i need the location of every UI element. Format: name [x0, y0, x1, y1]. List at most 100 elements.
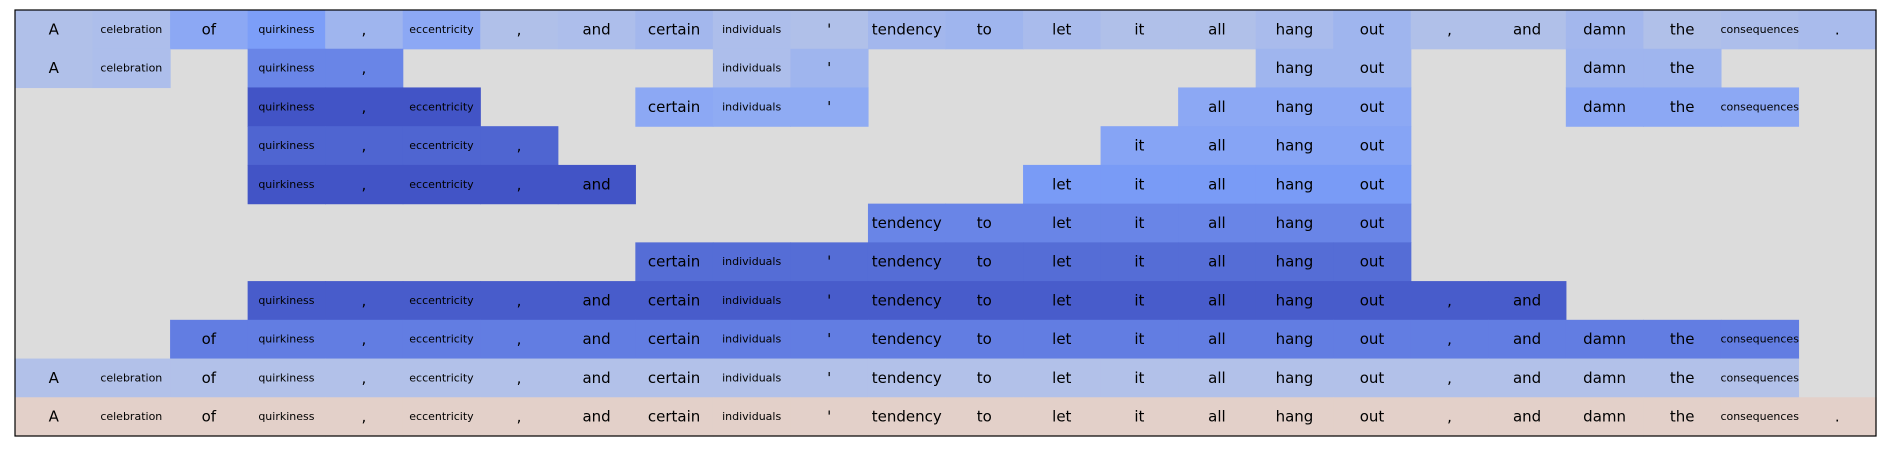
token-label: '	[827, 330, 831, 348]
heatmap-cell	[635, 281, 714, 321]
heatmap-cell	[1100, 242, 1179, 282]
token-label: hang	[1276, 330, 1314, 348]
heatmap-cell	[1643, 48, 1722, 89]
token-label: '	[827, 408, 831, 426]
token-label: ,	[517, 20, 522, 38]
heatmap-cell	[1333, 242, 1412, 282]
token-label: the	[1670, 98, 1695, 116]
token-label: out	[1360, 369, 1385, 387]
heatmap-cell	[945, 242, 1024, 282]
token-label: ,	[1447, 330, 1452, 348]
heatmap-cell	[557, 10, 636, 50]
token-label: eccentricity	[409, 294, 474, 307]
heatmap-cell	[1333, 358, 1412, 398]
heatmap-cell	[712, 281, 792, 321]
heatmap-cell	[170, 358, 249, 398]
heatmap-cell	[1023, 397, 1102, 437]
token-label: .	[1835, 20, 1840, 38]
heatmap-cell	[712, 87, 792, 127]
heatmap-cell	[1178, 87, 1257, 127]
token-label: and	[1513, 369, 1541, 387]
token-label: eccentricity	[409, 371, 474, 384]
token-label: ,	[362, 408, 367, 426]
heatmap-cell	[1565, 10, 1644, 50]
token-label: the	[1670, 330, 1695, 348]
token-label: damn	[1583, 59, 1626, 77]
heatmap-cell	[170, 319, 249, 360]
heatmap-cell	[402, 319, 481, 360]
heatmap-cell	[1178, 358, 1257, 398]
token-label: to	[977, 291, 992, 309]
token-label: certain	[648, 291, 700, 309]
token-label: all	[1208, 369, 1226, 387]
token-label: individuals	[722, 410, 781, 423]
token-label: out	[1360, 291, 1385, 309]
heatmap-cell	[325, 10, 404, 50]
token-label: ,	[362, 175, 367, 193]
plot-frame	[14, 9, 1877, 437]
token-label: damn	[1583, 408, 1626, 426]
token-label: quirkiness	[258, 371, 314, 384]
heatmap-cell	[247, 281, 326, 321]
heatmap-cell	[1023, 358, 1102, 398]
heatmap-cell	[247, 10, 326, 50]
token-label: let	[1052, 330, 1071, 348]
token-label: and	[582, 408, 610, 426]
token-label: ,	[517, 408, 522, 426]
heatmap-cell	[1720, 397, 1800, 437]
heatmap-cell	[1333, 397, 1412, 437]
heatmap-cell	[402, 164, 481, 205]
token-label: '	[827, 291, 831, 309]
token-label: quirkiness	[258, 178, 314, 191]
token-label: eccentricity	[409, 410, 474, 423]
token-label: it	[1134, 20, 1144, 38]
heatmap-cell	[1023, 203, 1102, 243]
heatmap-cell	[867, 10, 947, 50]
heatmap-cell	[1643, 10, 1722, 50]
token-label: let	[1052, 175, 1071, 193]
token-label: damn	[1583, 20, 1626, 38]
token-label: eccentricity	[409, 333, 474, 346]
token-label: A	[49, 408, 60, 426]
token-label: it	[1134, 253, 1144, 271]
heatmap-cell	[92, 397, 171, 437]
heatmap-cell	[790, 281, 869, 321]
token-label: individuals	[722, 255, 781, 268]
token-label: quirkiness	[258, 23, 314, 36]
heatmap-cell	[790, 48, 869, 89]
token-label: out	[1360, 59, 1385, 77]
heatmap-cell	[247, 164, 326, 205]
token-label: ,	[362, 369, 367, 387]
heatmap-cell	[635, 10, 714, 50]
heatmap-cell	[1023, 242, 1102, 282]
heatmap-cell	[325, 319, 404, 360]
heatmap-cell	[247, 319, 326, 360]
token-label: quirkiness	[258, 294, 314, 307]
token-label: certain	[648, 330, 700, 348]
token-label: quirkiness	[258, 410, 314, 423]
heatmap-cell	[1100, 164, 1179, 205]
heatmap-cell	[790, 397, 869, 437]
token-label: let	[1052, 20, 1071, 38]
token-label: hang	[1276, 291, 1314, 309]
token-label: ,	[1447, 291, 1452, 309]
token-label: all	[1208, 330, 1226, 348]
heatmap-cell	[790, 87, 869, 127]
heatmap-cell	[1333, 203, 1412, 243]
heatmap-cell	[790, 358, 869, 398]
heatmap-cell	[945, 203, 1024, 243]
token-label: it	[1134, 408, 1144, 426]
token-label: hang	[1276, 253, 1314, 271]
heatmap-cell	[1720, 87, 1800, 127]
token-label: '	[827, 369, 831, 387]
token-label: ,	[1447, 408, 1452, 426]
heatmap-cell	[945, 358, 1024, 398]
heatmap-cell	[1720, 319, 1800, 360]
token-label: individuals	[722, 100, 781, 113]
heatmap-cell	[635, 242, 714, 282]
token-label: and	[1513, 330, 1541, 348]
token-label: damn	[1583, 369, 1626, 387]
token-label: tendency	[872, 408, 942, 426]
token-label: all	[1208, 137, 1226, 155]
